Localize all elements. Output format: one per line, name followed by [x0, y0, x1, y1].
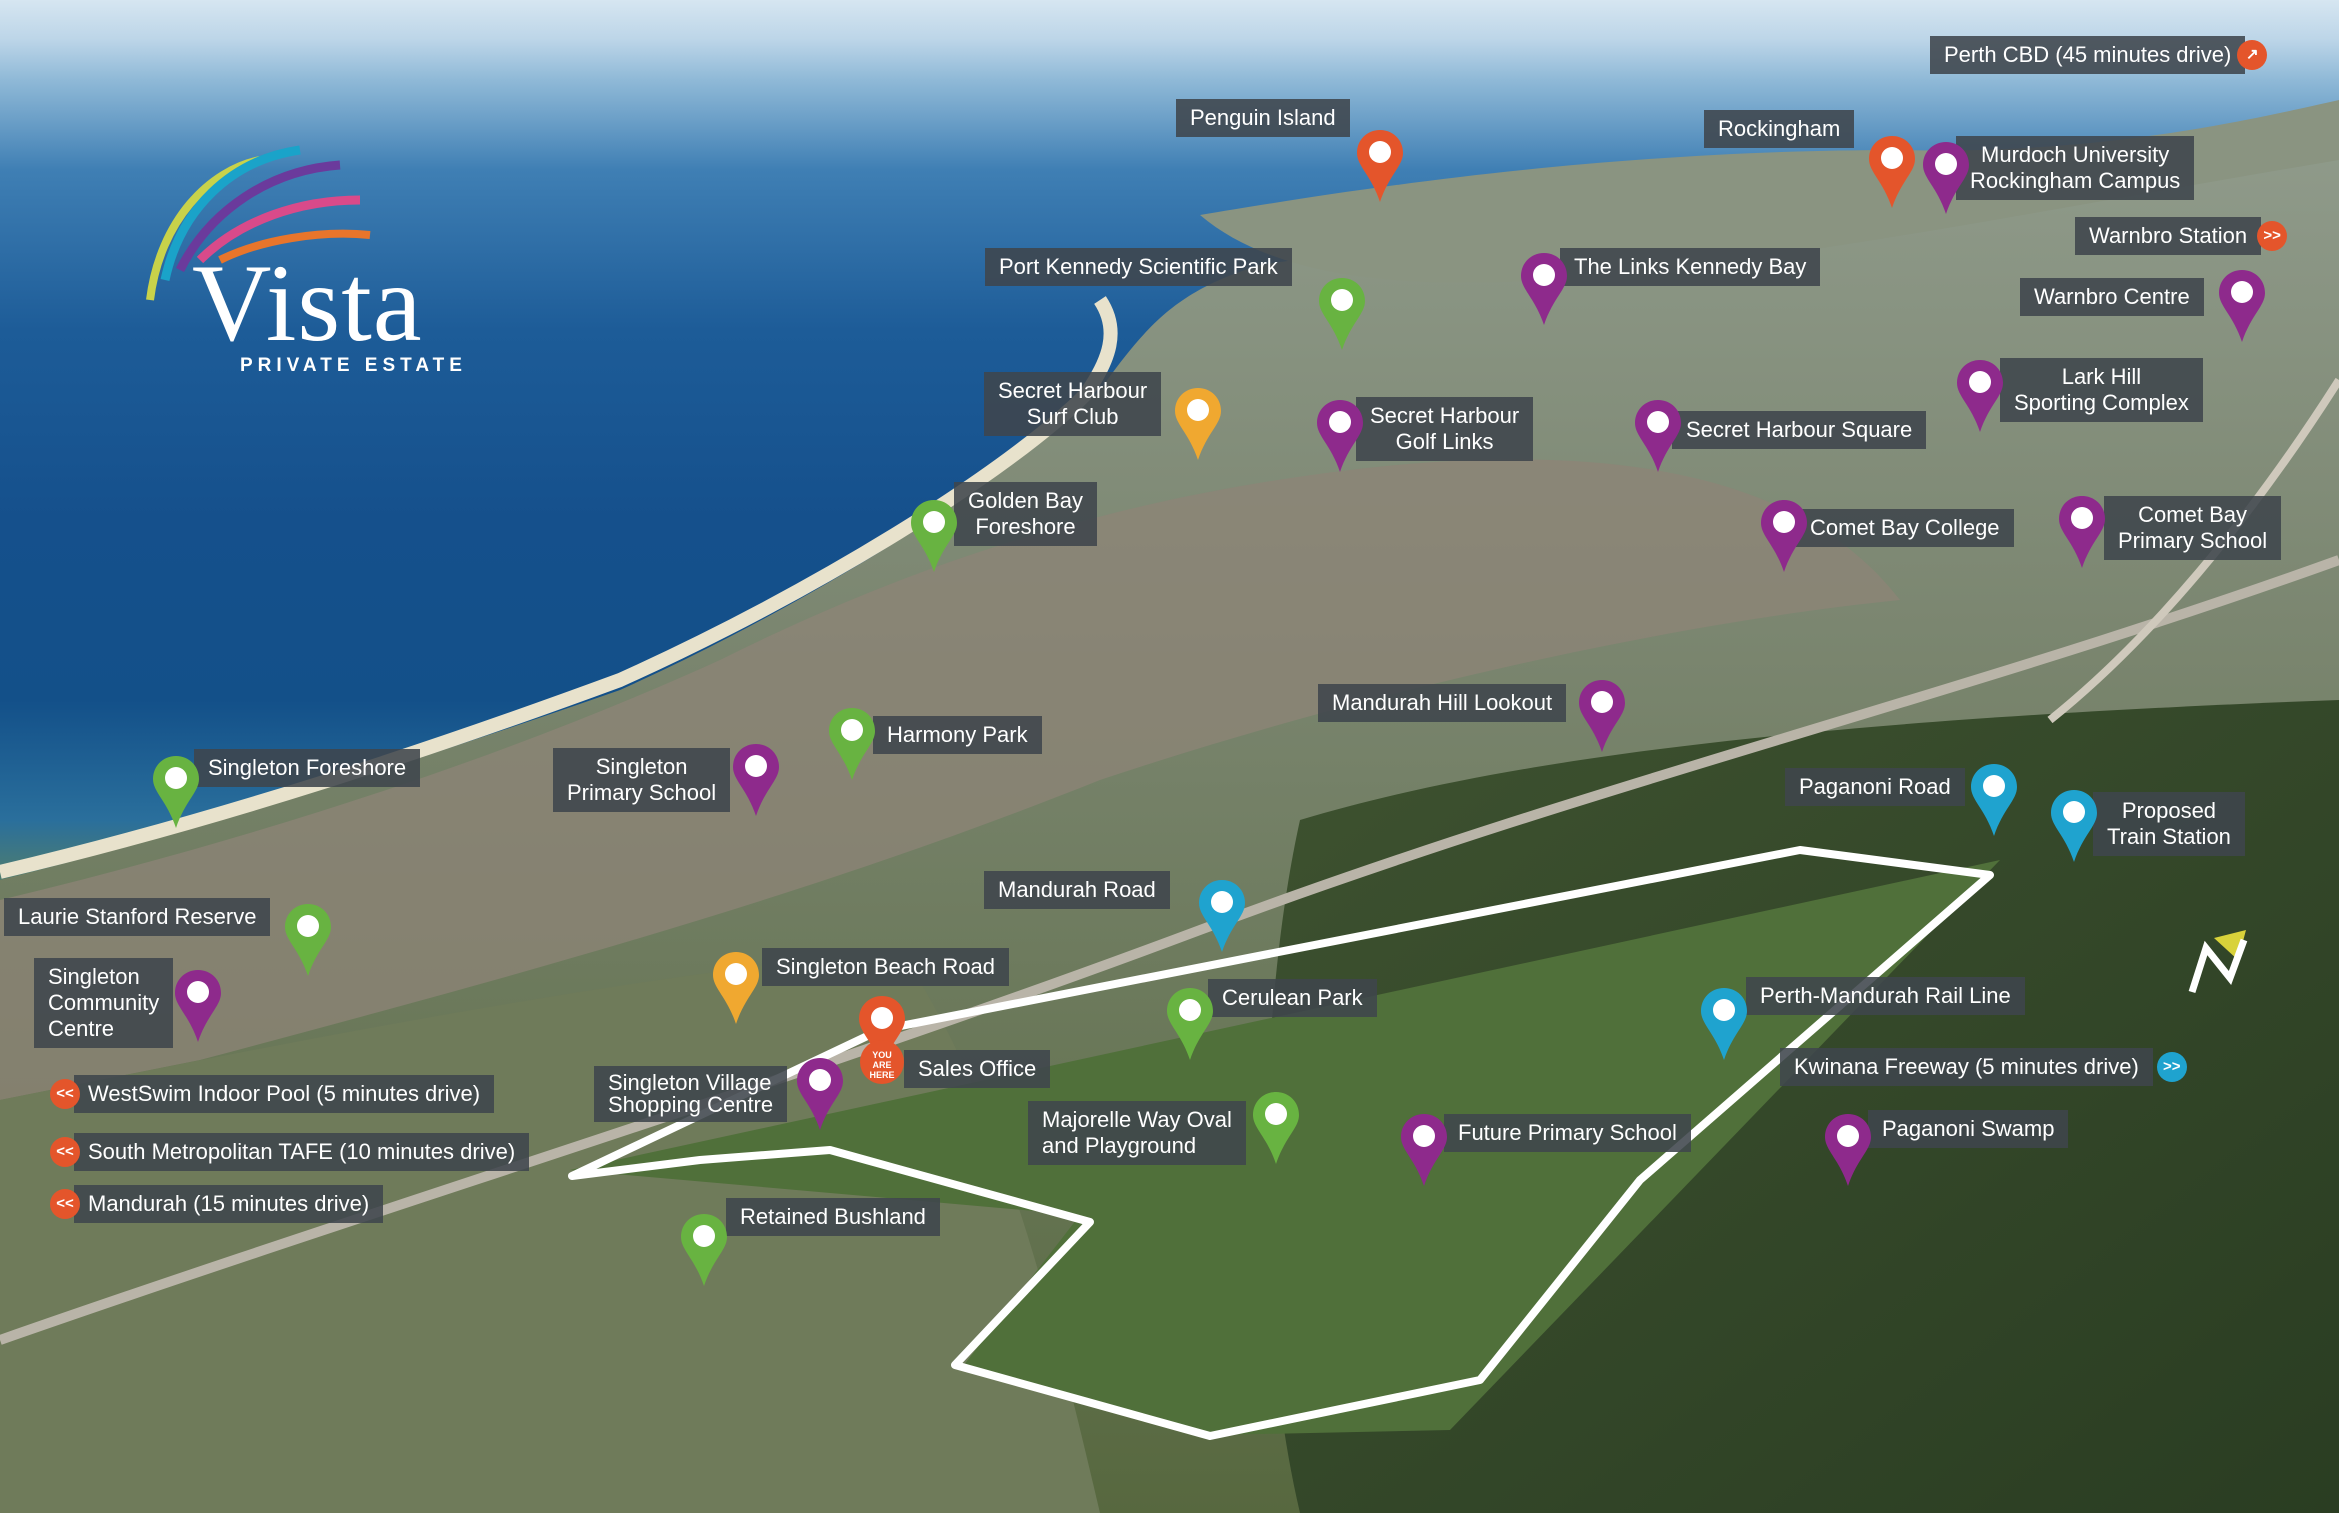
- map-pin-icon[interactable]: [1167, 988, 1213, 1060]
- port-kennedy-label: Port Kennedy Scientific Park: [985, 248, 1292, 286]
- map-pin-icon[interactable]: [1825, 1114, 1871, 1186]
- singleton-community-label: Singleton Community Centre: [34, 958, 174, 1048]
- map-pin-icon[interactable]: [829, 708, 875, 780]
- map-pin-icon[interactable]: [175, 970, 221, 1042]
- map-pin-icon[interactable]: [1317, 400, 1363, 472]
- mandurah-hill-label: Mandurah Hill Lookout: [1318, 684, 1567, 722]
- south-metro-chip[interactable]: << South Metropolitan TAFE (10 minutes d…: [50, 1133, 530, 1171]
- warnbro-station-label: Warnbro Station: [2075, 217, 2262, 255]
- arrow-right-icon[interactable]: >>: [2156, 1052, 2187, 1082]
- map-pin-icon[interactable]: [911, 500, 957, 572]
- arrow-right-icon[interactable]: >>: [2257, 221, 2288, 251]
- map-pin-icon[interactable]: [1357, 130, 1403, 202]
- paganoni-road-label: Paganoni Road: [1785, 768, 1965, 806]
- map-pin-icon[interactable]: [2051, 790, 2097, 862]
- sh-surf-club-label: Secret Harbour Surf Club: [984, 372, 1162, 436]
- sales-office-label: Sales Office: [904, 1050, 1051, 1088]
- singleton-beach-road-label: Singleton Beach Road: [762, 948, 1009, 986]
- cerulean-park-label: Cerulean Park: [1208, 979, 1377, 1017]
- retained-bushland-label: Retained Bushland: [726, 1198, 940, 1236]
- singleton-primary-label: Singleton Primary School: [553, 748, 731, 812]
- map-pin-icon[interactable]: [1761, 500, 1807, 572]
- arrow-left-icon[interactable]: <<: [50, 1137, 80, 1167]
- singleton-foreshore-label: Singleton Foreshore: [194, 749, 421, 787]
- warnbro-station-chip[interactable]: Warnbro Station >>: [2075, 217, 2288, 255]
- perth-cbd-label: Perth CBD (45 minutes drive): [1930, 36, 2246, 74]
- mandurah-label: Mandurah (15 minutes drive): [74, 1185, 384, 1223]
- lark-hill-label: Lark Hill Sporting Complex: [2000, 358, 2203, 422]
- perth-mandurah-rail-label: Perth-Mandurah Rail Line: [1746, 977, 2025, 1015]
- majorelle-label: Majorelle Way Oval and Playground: [1028, 1101, 1246, 1165]
- westswim-label: WestSwim Indoor Pool (5 minutes drive): [74, 1075, 495, 1113]
- links-kennedy-label: The Links Kennedy Bay: [1560, 248, 1821, 286]
- map-pin-icon[interactable]: [153, 756, 199, 828]
- future-primary-label: Future Primary School: [1444, 1114, 1691, 1152]
- map-pin-icon[interactable]: [1869, 136, 1915, 208]
- you-are-here-pin[interactable]: [859, 996, 905, 1086]
- map-pin-icon[interactable]: [713, 952, 759, 1024]
- map-pin-icon[interactable]: [1971, 764, 2017, 836]
- perth-cbd-chip[interactable]: Perth CBD (45 minutes drive) ↗: [1930, 36, 2268, 74]
- rockingham-label: Rockingham: [1704, 110, 1855, 148]
- kwinana-label: Kwinana Freeway (5 minutes drive): [1780, 1048, 2153, 1086]
- arrow-left-icon[interactable]: <<: [50, 1189, 80, 1219]
- warnbro-centre-label: Warnbro Centre: [2020, 278, 2204, 316]
- laurie-stanford-label: Laurie Stanford Reserve: [4, 898, 271, 936]
- map-pin-icon[interactable]: [1319, 278, 1365, 350]
- comet-bay-primary-label: Comet Bay Primary School: [2104, 496, 2282, 560]
- westswim-chip[interactable]: << WestSwim Indoor Pool (5 minutes drive…: [50, 1075, 495, 1113]
- map-pin-icon[interactable]: [1253, 1092, 1299, 1164]
- murdoch-label: Murdoch University Rockingham Campus: [1956, 136, 2195, 200]
- map-pin-icon[interactable]: [1635, 400, 1681, 472]
- harmony-park-label: Harmony Park: [873, 716, 1042, 754]
- you-are-here-text: YOU ARE HERE: [869, 1050, 895, 1080]
- map-pin-icon[interactable]: [285, 904, 331, 976]
- brand-tagline: PRIVATE ESTATE: [240, 355, 467, 376]
- map-pin-icon[interactable]: [1579, 680, 1625, 752]
- map-pin-icon[interactable]: [681, 1214, 727, 1286]
- map-pin-icon[interactable]: [733, 744, 779, 816]
- brand-name: Vista: [192, 242, 423, 364]
- map-pin-icon[interactable]: [1175, 388, 1221, 460]
- sh-golf-label: Secret Harbour Golf Links: [1356, 397, 1534, 461]
- south-metro-label: South Metropolitan TAFE (10 minutes driv…: [74, 1133, 530, 1171]
- golden-bay-label: Golden Bay Foreshore: [954, 482, 1097, 546]
- paganoni-swamp-label: Paganoni Swamp: [1868, 1110, 2069, 1148]
- north-arrow-icon: [2188, 930, 2248, 994]
- map-pin-icon[interactable]: [1701, 988, 1747, 1060]
- kwinana-chip[interactable]: Kwinana Freeway (5 minutes drive) >>: [1780, 1048, 2187, 1086]
- arrow-left-icon[interactable]: <<: [50, 1079, 80, 1109]
- proposed-train-label: Proposed Train Station: [2093, 792, 2245, 856]
- map-pin-icon[interactable]: [2219, 270, 2265, 342]
- comet-bay-college-label: Comet Bay College: [1796, 509, 2014, 547]
- brand-logo-swoosh: [146, 145, 371, 301]
- map-pin-icon[interactable]: [2059, 496, 2105, 568]
- map-pin-icon[interactable]: [1923, 142, 1969, 214]
- map-pin-icon[interactable]: [1401, 1114, 1447, 1186]
- map-pin-icon[interactable]: [1521, 253, 1567, 325]
- map-pin-icon[interactable]: [1957, 360, 2003, 432]
- singleton-village-label: Singleton Village Shopping Centre: [594, 1066, 788, 1122]
- arrow-diagonal-icon[interactable]: ↗: [2237, 40, 2268, 70]
- map-pin-icon[interactable]: [797, 1058, 843, 1130]
- mandurah-chip[interactable]: << Mandurah (15 minutes drive): [50, 1185, 384, 1223]
- mandurah-road-label: Mandurah Road: [984, 871, 1170, 909]
- penguin-island-label: Penguin Island: [1176, 99, 1350, 137]
- map-pin-icon[interactable]: [1199, 880, 1245, 952]
- sh-square-label: Secret Harbour Square: [1672, 411, 1927, 449]
